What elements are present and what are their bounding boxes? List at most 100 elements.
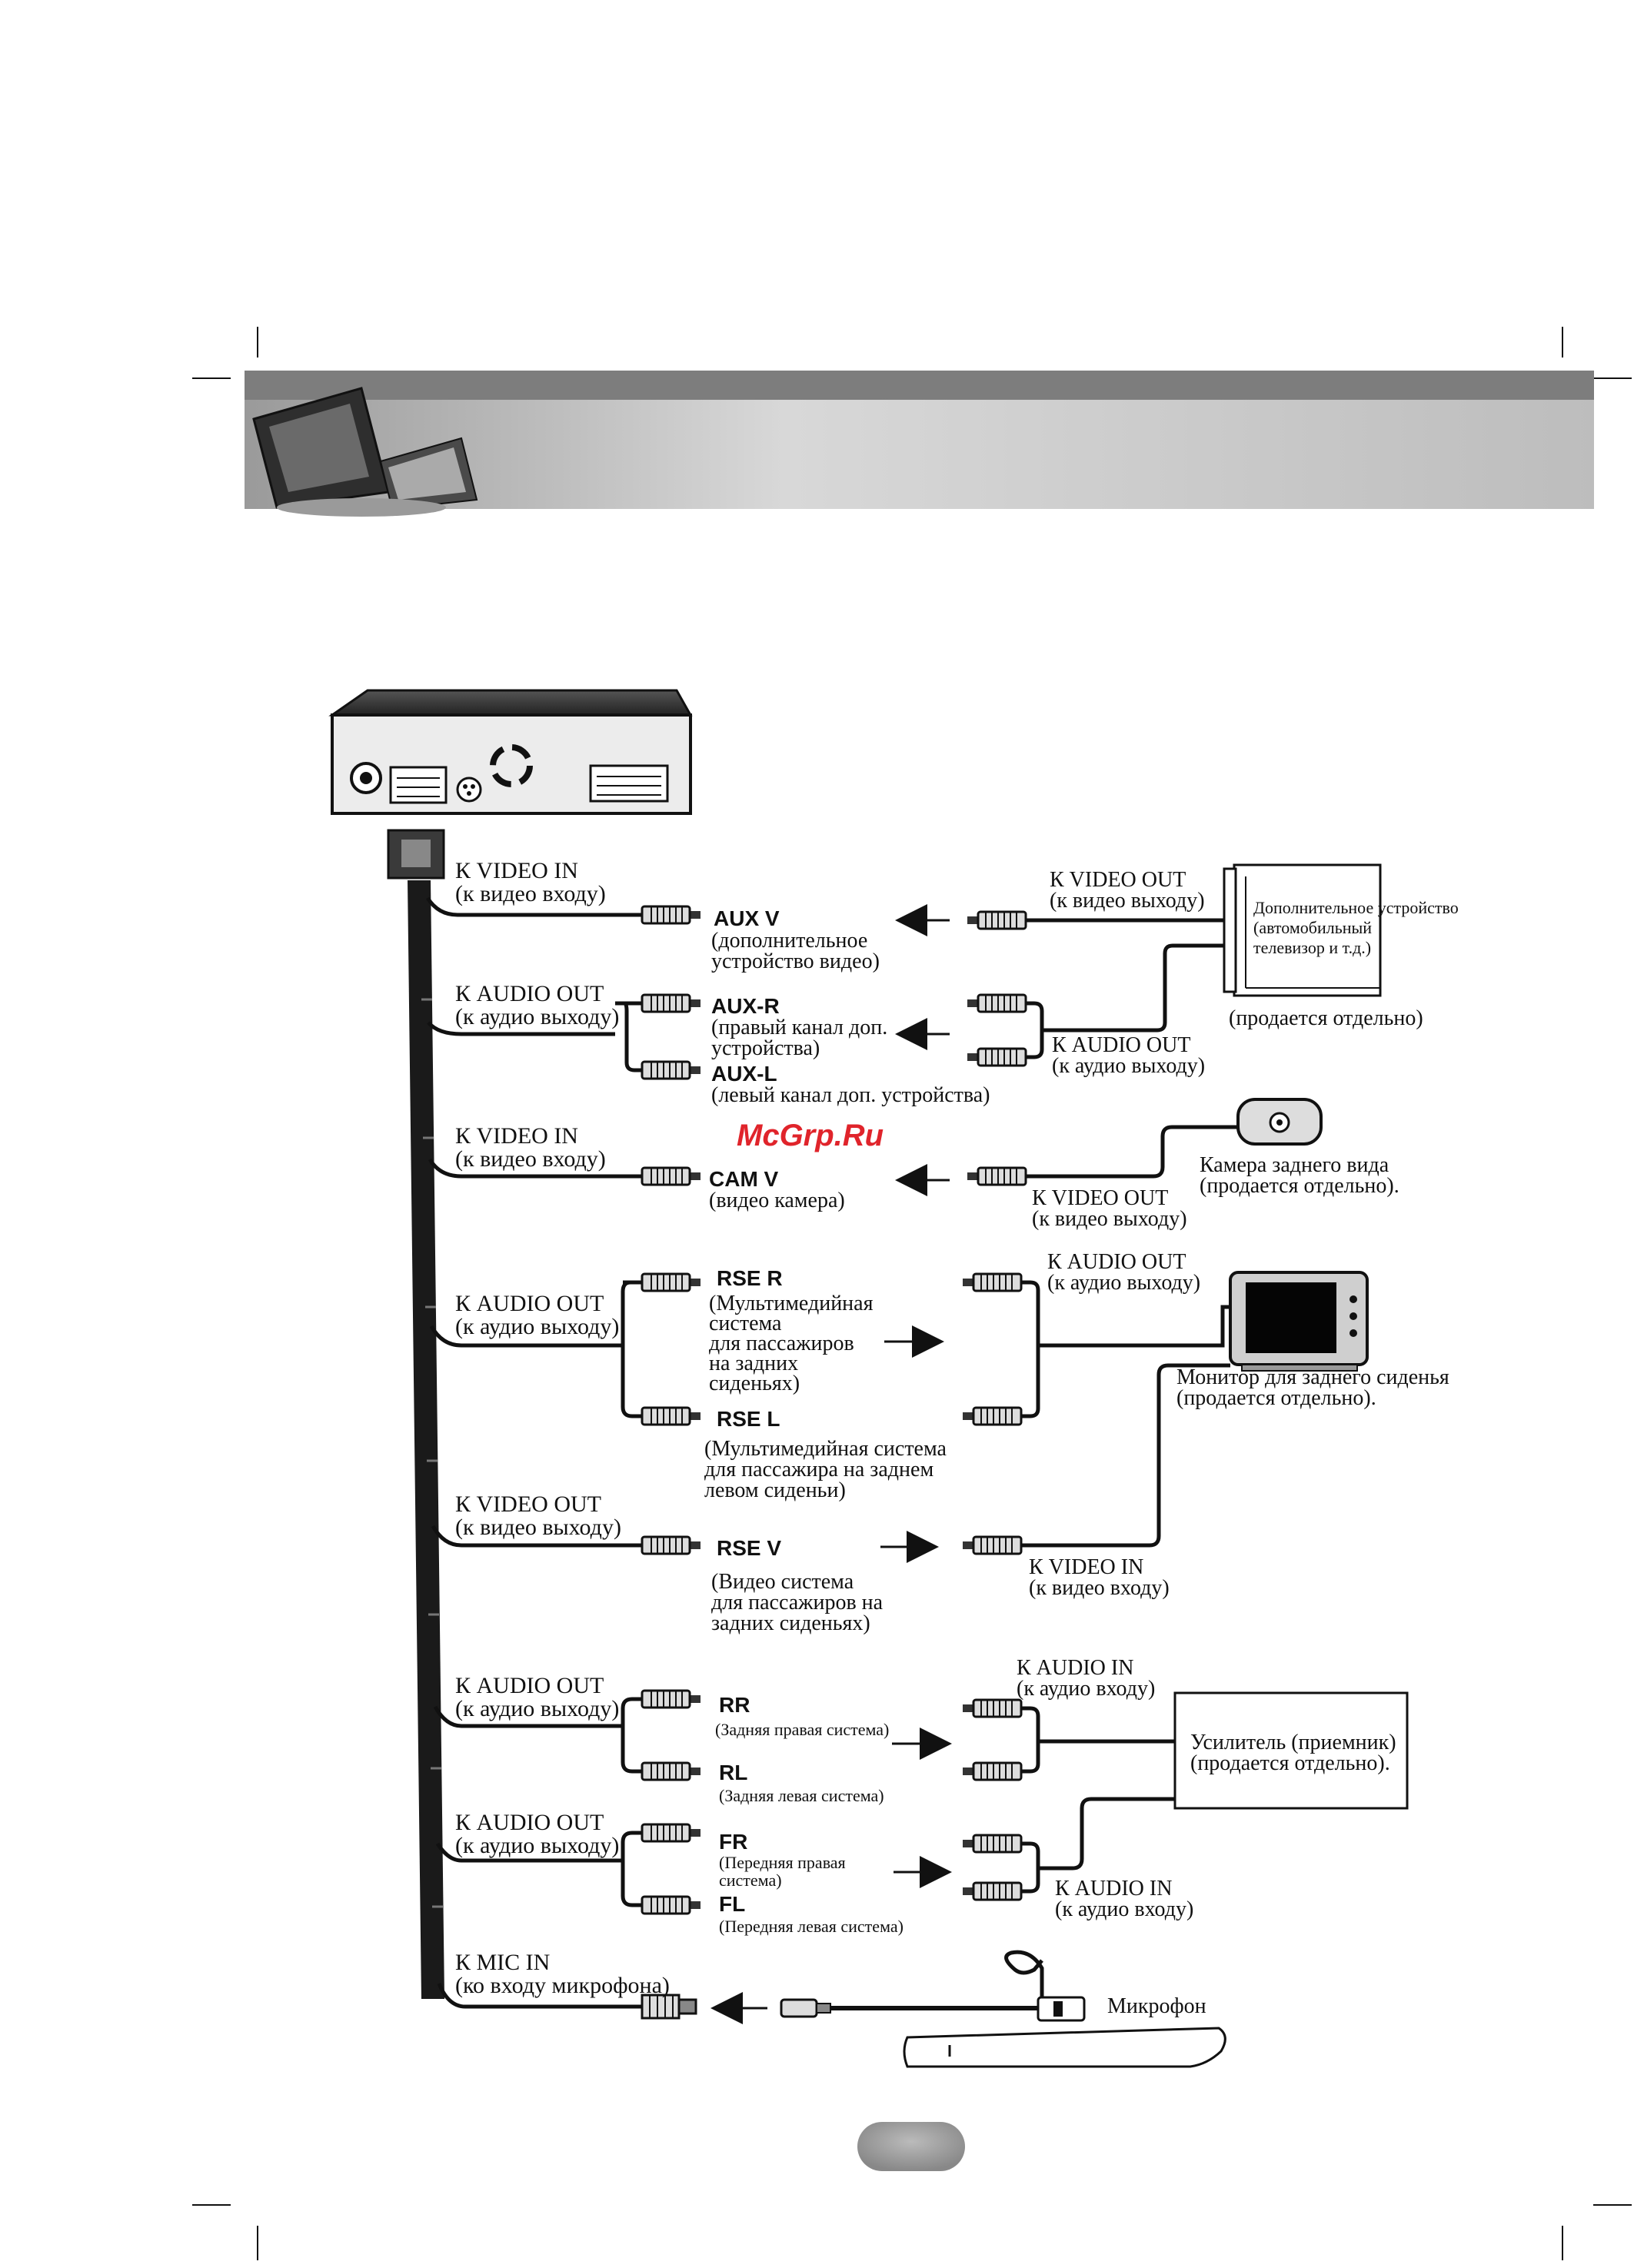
- rse-video-in-sub: (к видео входу): [1029, 1576, 1170, 1600]
- rear-seat-monitor-icon: [1229, 1271, 1369, 1372]
- aux-device-line-3: телевизор и т.д.): [1253, 938, 1371, 957]
- header-banner: [245, 371, 1594, 517]
- amp-audio-in-top: К AUDIO IN: [1017, 1656, 1133, 1680]
- aux-v-desc-2: устройство видео): [711, 949, 880, 973]
- aux-device-line-2: (автомобильный: [1253, 918, 1372, 937]
- microphone-icon: [903, 1950, 1226, 2068]
- aux-device-icon: [1223, 863, 1382, 997]
- aux-audio-out-sub: (к аудио выходу): [1052, 1054, 1205, 1078]
- connector-sub-1: (к видео входу): [455, 881, 606, 906]
- main-harness-cable: [408, 880, 444, 1999]
- trunk-tick-marks: [421, 998, 443, 1908]
- watermark-text: McGrp.Ru: [737, 1119, 884, 1152]
- head-unit: [328, 689, 693, 880]
- aux-section: AUX V (дополнительное устройство видео) …: [711, 863, 1459, 1107]
- power-socket-icon: [589, 764, 669, 803]
- fr-name: FR: [719, 1830, 747, 1854]
- aux-l-desc: (левый канал доп. устройства): [711, 1083, 990, 1107]
- rse-r-desc-3: для пассажиров: [709, 1332, 854, 1355]
- harness-socket-icon: [389, 766, 448, 804]
- cam-device-line-2: (продается отдельно).: [1200, 1174, 1399, 1198]
- connector-label-8: К MIC IN: [455, 1950, 550, 1975]
- cam-device-line-1: Камера заднего вида: [1200, 1153, 1389, 1177]
- s-video-jack-icon: [456, 777, 482, 803]
- rse-audio-out-label: К AUDIO OUT: [1047, 1250, 1186, 1274]
- mic-device-label: Микрофон: [1107, 1994, 1206, 2018]
- connector-label-4: К AUDIO OUT: [455, 1291, 604, 1316]
- cam-v-name: CAM V: [709, 1167, 779, 1191]
- amplifier-box: [1173, 1691, 1409, 1810]
- connector-label-1: К VIDEO IN: [455, 858, 578, 883]
- rse-v-name: RSE V: [717, 1536, 781, 1560]
- connector-label-2: К AUDIO OUT: [455, 981, 604, 1006]
- rse-l-desc-3: левом сиденьи): [704, 1478, 846, 1502]
- connector-sub-3: (к видео входу): [455, 1146, 606, 1172]
- connector-sub-2: (к аудио выходу): [455, 1004, 619, 1029]
- rse-r-name: RSE R: [717, 1266, 783, 1290]
- fan-icon: [490, 744, 533, 787]
- rr-desc: (Задняя правая система): [715, 1720, 889, 1739]
- aux-audio-out-label: К AUDIO OUT: [1052, 1033, 1190, 1057]
- fr-desc-1: (Передняя правая: [719, 1853, 846, 1872]
- amp-audio-in-bottom: К AUDIO IN: [1055, 1877, 1172, 1901]
- rse-v-desc-2: для пассажиров на: [711, 1591, 884, 1615]
- aux-sold-separately: (продается отдельно): [1229, 1006, 1423, 1030]
- cam-v-desc: (видео камера): [709, 1189, 845, 1212]
- connector-label-6: К AUDIO OUT: [455, 1673, 604, 1698]
- aux-v-name: AUX V: [714, 906, 780, 930]
- connector-labels: К VIDEO IN (к видео входу) К AUDIO OUT (…: [455, 858, 670, 1998]
- fl-name: FL: [719, 1892, 745, 1916]
- banner-monitor-graphic: [252, 387, 478, 517]
- aux-device-line-1: Дополнительное устройство: [1253, 898, 1459, 917]
- connector-label-3: К VIDEO IN: [455, 1123, 578, 1149]
- connector-label-5: К VIDEO OUT: [455, 1491, 601, 1517]
- connector-sub-8: (ко входу микрофона): [455, 1973, 670, 1998]
- mic-section: Микрофон: [711, 1950, 1226, 2068]
- aux-r-desc-1: (правый канал доп.: [711, 1016, 887, 1039]
- amp-device-line-2: (продается отдельно).: [1190, 1751, 1390, 1775]
- connector-sub-4: (к аудио выходу): [455, 1314, 619, 1339]
- rse-v-desc-1: (Видео система: [711, 1570, 854, 1594]
- harness-branches: [425, 896, 642, 2009]
- fr-desc-2: система): [719, 1871, 782, 1890]
- harness-plugs: [641, 905, 702, 1915]
- rr-name: RR: [719, 1693, 750, 1717]
- rl-name: RL: [719, 1761, 747, 1784]
- amp-audio-in-top-sub: (к аудио входу): [1017, 1677, 1155, 1701]
- connector-label-7: К AUDIO OUT: [455, 1810, 604, 1835]
- rse-section: RSE R (Мультимедийная система для пассаж…: [704, 1250, 1449, 1635]
- aux-v-desc-1: (дополнительное: [711, 929, 867, 953]
- rse-device-line-1: Монитор для заднего сиденья: [1176, 1365, 1449, 1389]
- fl-desc: (Передняя левая система): [719, 1917, 904, 1936]
- cam-section: CAM V (видео камера) Камера заднего вида…: [709, 1098, 1399, 1231]
- connector-sub-7: (к аудио выходу): [455, 1833, 619, 1858]
- cam-video-out-sub: (к видео выходу): [1032, 1207, 1187, 1231]
- rse-audio-out-sub: (к аудио выходу): [1047, 1271, 1200, 1295]
- rse-l-name: RSE L: [717, 1407, 780, 1431]
- aux-video-out-label: К VIDEO OUT: [1050, 868, 1186, 892]
- rse-r-desc-2: система: [709, 1312, 782, 1335]
- mic-plug-icon: [780, 1998, 831, 2018]
- rse-video-in-label: К VIDEO IN: [1029, 1555, 1143, 1579]
- connector-sub-5: (к видео выходу): [455, 1515, 621, 1540]
- rse-r-desc-4: на задних: [709, 1352, 798, 1375]
- rse-r-desc-5: сиденьях): [709, 1372, 800, 1395]
- page-number-badge: [857, 2122, 965, 2171]
- mic-jack: [641, 1994, 697, 2020]
- rear-camera-icon: [1236, 1098, 1323, 1146]
- rse-l-desc-2: для пассажира на заднем: [704, 1458, 933, 1482]
- amp-audio-in-bottom-sub: (к аудио входу): [1055, 1897, 1193, 1921]
- aux-r-desc-2: устройства): [711, 1036, 820, 1060]
- rse-l-desc-1: (Мультимедийная система: [704, 1437, 947, 1461]
- rse-v-desc-3: задних сиденьях): [711, 1611, 870, 1635]
- aux-r-name: AUX-R: [711, 994, 780, 1018]
- rse-device-line-2: (продается отдельно).: [1176, 1386, 1376, 1410]
- rse-r-desc-1: (Мультимедийная: [709, 1292, 874, 1315]
- amp-device-line-1: Усилитель (приемник): [1190, 1731, 1396, 1754]
- rl-desc: (Задняя левая система): [719, 1786, 884, 1805]
- aux-video-out-sub: (к видео выходу): [1050, 889, 1205, 913]
- amp-section: RR (Задняя правая система) RL (Задняя ле…: [715, 1656, 1409, 1936]
- aux-l-name: AUX-L: [711, 1062, 777, 1086]
- crop-marks: [192, 327, 1632, 2260]
